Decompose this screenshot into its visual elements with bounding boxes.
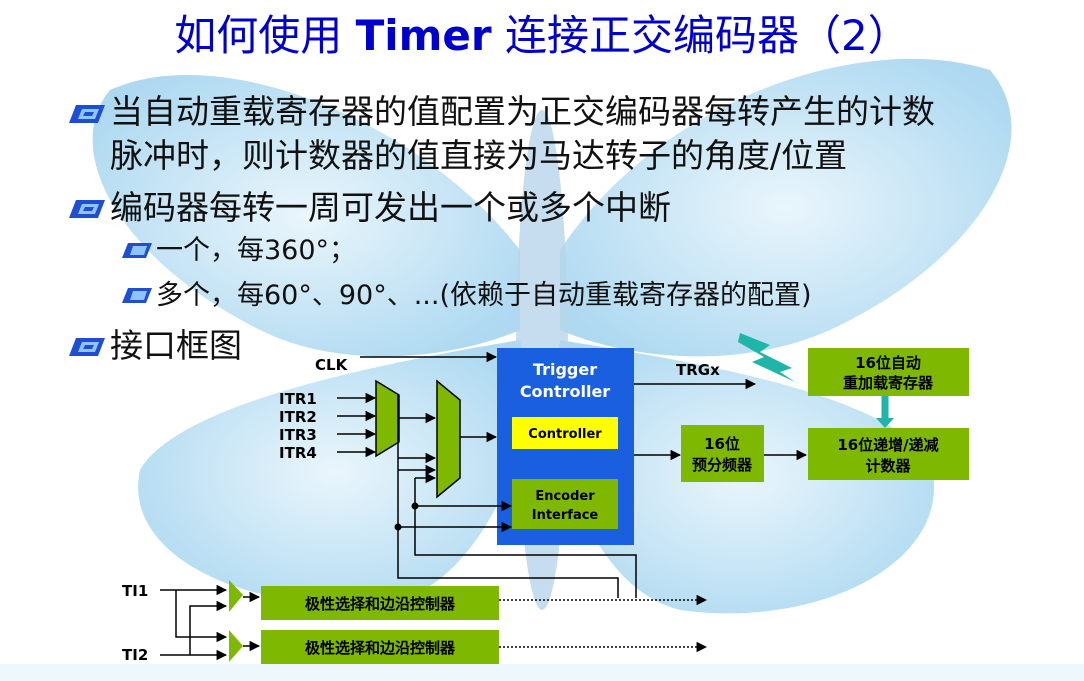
counter-block <box>808 428 969 480</box>
ti1-input-buffer <box>229 580 243 612</box>
controller-block <box>512 417 618 449</box>
ti2-input-buffer <box>229 630 243 662</box>
itr-multiplexer <box>375 379 400 458</box>
bullet-icon <box>69 105 105 123</box>
trigger-controller-label-1: Trigger <box>533 360 597 379</box>
trigger-input-multiplexer <box>436 379 461 499</box>
title-part-1: 如何使用 <box>174 11 343 60</box>
itr2-label: ITR2 <box>279 408 317 426</box>
encoder-label-2: Interface <box>532 508 599 523</box>
itr3-label: ITR3 <box>279 426 317 444</box>
counter-label-1: 16位递增/递减 <box>837 436 938 454</box>
bullet-icon <box>69 200 105 218</box>
ti1-feedback-path <box>414 478 637 598</box>
ti1-label: TI1 <box>122 582 148 600</box>
trigger-controller-label-2: Controller <box>520 382 610 401</box>
ti2-feedback-path <box>397 470 619 598</box>
ti2-label: TI2 <box>122 646 148 664</box>
reload-to-counter-arrowhead <box>876 418 894 428</box>
prescaler-label-2: 预分频器 <box>692 456 753 474</box>
bullet-icon <box>122 243 152 258</box>
bullet-icon <box>69 338 105 356</box>
trgx-label: TRGx <box>676 361 720 379</box>
polarity-label-1: 极性选择和边沿控制器 <box>305 595 456 613</box>
bullet-2-sub-2: 多个，每60°、90°、...(依赖于自动重载寄存器的配置) <box>156 280 812 311</box>
controller-label: Controller <box>528 427 602 442</box>
title-part-3: 连接正交编码器（2） <box>505 11 910 60</box>
bullet-1-line-1: 当自动重载寄存器的值配置为正交编码器每转产生的计数 <box>110 92 935 131</box>
reload-label-1: 16位自动 <box>855 354 921 372</box>
ti2-cross-path <box>189 600 228 655</box>
auto-reload-register-block <box>808 348 969 396</box>
slide-title: 如何使用 Timer 连接正交编码器（2） <box>0 2 1084 63</box>
polarity-label-2: 极性选择和边沿控制器 <box>305 639 456 657</box>
itr1-label: ITR1 <box>279 390 317 408</box>
clk-label: CLK <box>315 356 349 374</box>
lightning-icon <box>738 333 795 382</box>
butterfly-upper-right-wing <box>560 58 1012 357</box>
prescaler-label-1: 16位 <box>704 435 740 453</box>
ti1-cross-path <box>175 590 228 643</box>
butterfly-upper-left-wing <box>92 74 520 357</box>
counter-label-2: 计数器 <box>865 457 911 475</box>
encoder-interface-block <box>512 479 618 529</box>
itr4-label: ITR4 <box>279 444 317 462</box>
bullet-2: 编码器每转一周可发出一个或多个中断 <box>110 188 671 227</box>
prescaler-block <box>681 425 764 482</box>
reload-label-2: 重加载寄存器 <box>843 374 934 392</box>
bullet-3: 接口框图 <box>110 326 242 365</box>
encoder-label-1: Encoder <box>535 489 595 504</box>
bullet-2-sub-1: 一个，每360°； <box>156 235 357 266</box>
bullet-1-line-2: 脉冲时，则计数器的值直接为马达转子的角度/位置 <box>110 136 848 175</box>
polarity-edge-controller-1 <box>261 586 499 620</box>
polarity-edge-controller-2 <box>261 630 499 664</box>
butterfly-lower-left-wing <box>138 340 530 604</box>
bottom-faint-band <box>0 664 1084 681</box>
bullet-icon <box>122 288 152 303</box>
title-part-2: Timer <box>355 11 492 60</box>
